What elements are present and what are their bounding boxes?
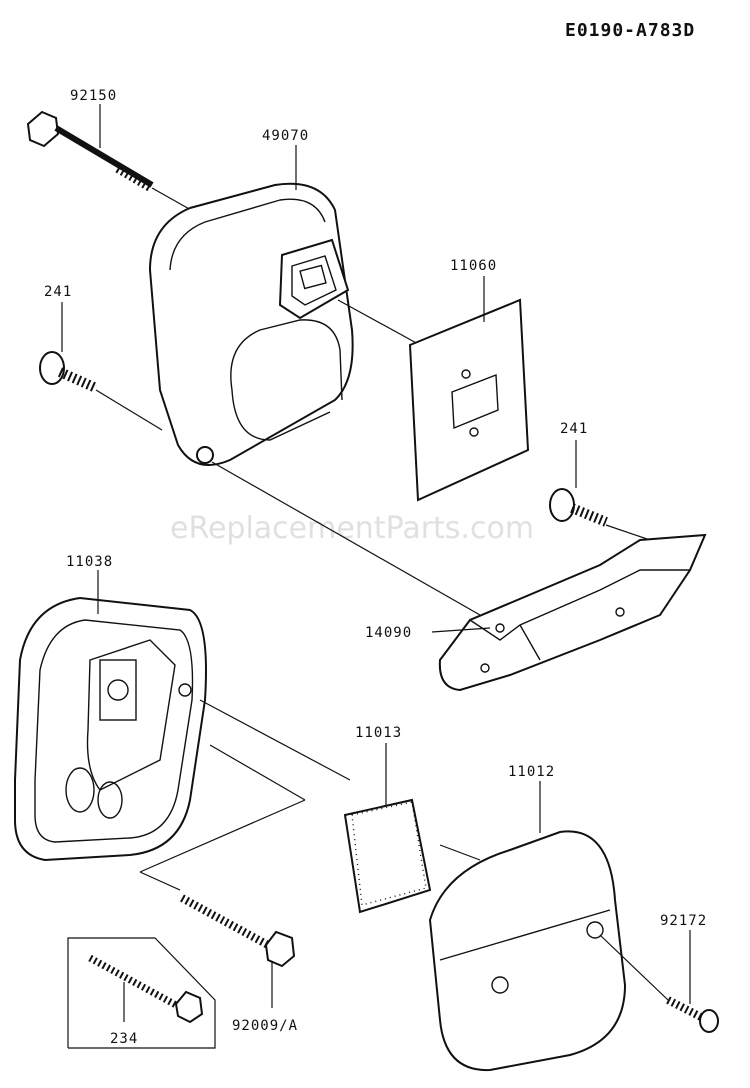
watermark: eReplacementParts.com (170, 511, 534, 546)
screw-241-right[interactable] (549, 488, 651, 541)
label-92150: 92150 (70, 88, 117, 104)
gasket-11060[interactable] (408, 298, 530, 502)
label-11060: 11060 (450, 258, 497, 274)
label-241-right: 241 (560, 421, 588, 437)
label-49070: 49070 (262, 128, 309, 144)
assembly-line-heat-shield (439, 844, 481, 861)
bolt-92009A[interactable] (180, 894, 296, 968)
label-234: 234 (110, 1031, 138, 1047)
assembly-line-gasket (337, 299, 421, 346)
assembly-line-lower-b (139, 799, 306, 873)
spark-screen-11013[interactable] (343, 798, 432, 914)
label-92172: 92172 (660, 913, 707, 929)
muffler-cover-11038[interactable] (14, 596, 207, 862)
label-11012: 11012 (508, 764, 555, 780)
muffler-49070[interactable] (148, 182, 354, 466)
label-92009A: 92009/A (232, 1018, 298, 1034)
bolt-92150[interactable] (26, 110, 201, 216)
label-11038: 11038 (66, 554, 113, 570)
label-241-left: 241 (44, 284, 72, 300)
assembly-line-lower-a (209, 744, 306, 801)
bracket-14090[interactable] (438, 533, 707, 692)
leader-14090 (431, 627, 491, 633)
screw-241-left[interactable] (39, 351, 163, 431)
diagram-code: E0190-A783D (565, 20, 695, 41)
assembly-line-lower-c (139, 871, 181, 891)
heat-shield-11012[interactable] (428, 830, 627, 1072)
inset-box-234 (67, 937, 216, 1049)
screw-92172[interactable] (599, 934, 719, 1033)
label-14090: 14090 (365, 625, 412, 641)
assembly-line-filter (199, 699, 351, 781)
label-11013: 11013 (355, 725, 402, 741)
bolt-234[interactable] (88, 954, 204, 1024)
assembly-line-bracket (211, 461, 481, 616)
